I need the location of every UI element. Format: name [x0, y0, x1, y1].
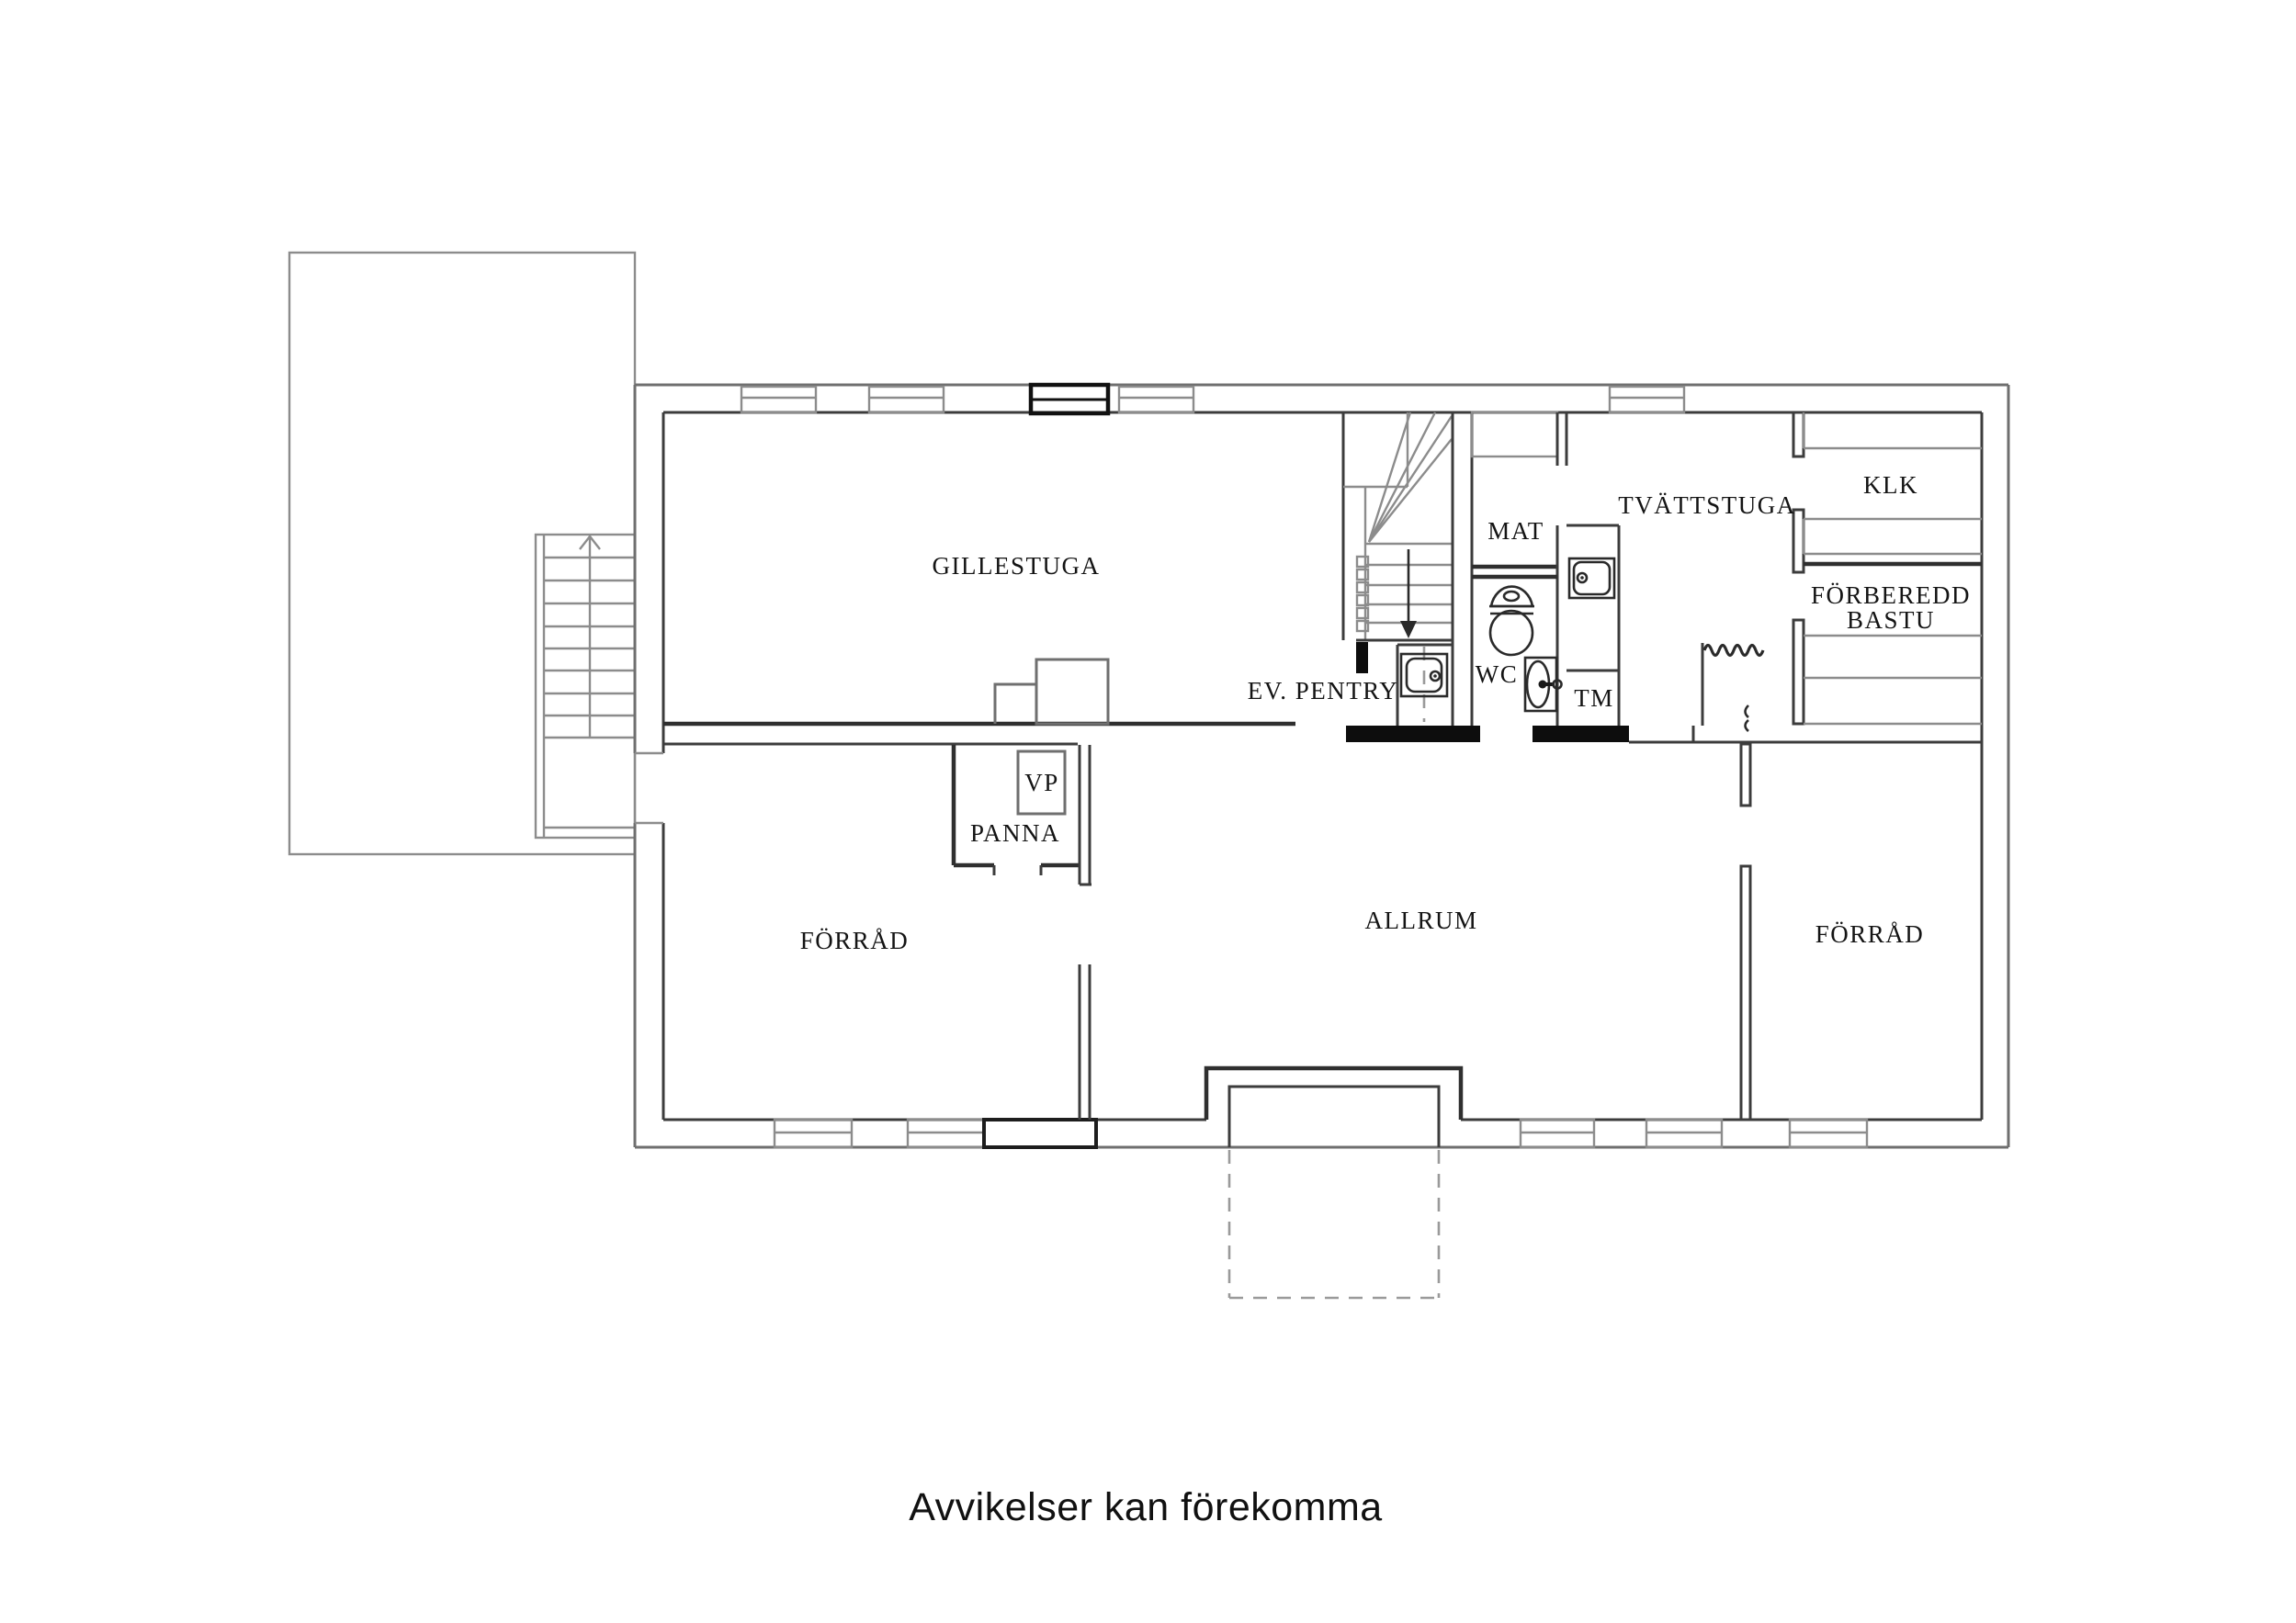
room-label-vp: VP	[1024, 769, 1059, 796]
window-icon	[1788, 1118, 1869, 1149]
window-icon	[1645, 1118, 1724, 1149]
top-windows	[740, 382, 1686, 416]
window-icon	[1117, 385, 1195, 414]
porch-dashed-outline	[1227, 1150, 1441, 1300]
pentry	[1346, 643, 1629, 742]
chimney-vent-icon	[1028, 382, 1111, 416]
door-swing-mark	[1744, 704, 1749, 718]
mat-closet	[1470, 411, 1559, 458]
forrad-right-walls	[1739, 742, 1752, 1121]
washbasin-icon	[1523, 656, 1563, 713]
internal-stairs-icon	[1341, 411, 1454, 726]
room-label-wc: WC	[1476, 660, 1519, 688]
window-icon	[740, 385, 818, 414]
room-label-ev-pentry: EV. PENTRY	[1248, 677, 1399, 704]
disclaimer-text: Avvikelser kan förekomma	[909, 1485, 1382, 1529]
vp-unit-icon	[1016, 750, 1067, 816]
solid-wall-segment	[1346, 726, 1480, 742]
room-label-klk: KLK	[1863, 471, 1918, 499]
bottom-windows	[773, 1118, 1869, 1149]
room-label-bastu-1: FÖRBEREDD	[1811, 581, 1971, 609]
window-icon	[906, 1118, 986, 1149]
room-label-tvattstuga: TVÄTTSTUGA	[1618, 491, 1795, 519]
room-label-mat: MAT	[1487, 517, 1544, 545]
stairs-down-arrow-icon	[1400, 621, 1417, 638]
chimney-step	[993, 682, 1036, 724]
entry-recess	[1204, 1065, 1464, 1300]
room-label-forrad-right: FÖRRÅD	[1815, 920, 1925, 948]
door-swing-mark	[1744, 719, 1749, 732]
chimney-icon	[1035, 658, 1110, 726]
mat-wc-tm-block	[1470, 411, 1621, 726]
window-icon	[773, 1118, 854, 1149]
sauna-heater-icon	[1701, 643, 1765, 732]
window-icon	[867, 385, 945, 414]
room-label-forrad-left: FÖRRÅD	[800, 927, 910, 954]
klk-bastu-walls	[1792, 411, 1982, 726]
allrum-forrad-divider	[1078, 964, 1091, 1120]
room-label-allrum: ALLRUM	[1365, 907, 1478, 934]
room-label-tm: TM	[1574, 684, 1614, 712]
exterior-walls	[633, 383, 2010, 1149]
external-stairs-icon	[534, 533, 637, 840]
south-wall-middle	[1629, 726, 1982, 744]
window-icon	[1519, 1118, 1596, 1149]
hatched-wall	[1355, 555, 1370, 673]
window-icon	[1608, 385, 1686, 414]
garage-outline	[288, 251, 637, 856]
room-label-gillestuga: GILLESTUGA	[933, 552, 1101, 580]
washing-machine-icon	[1567, 557, 1616, 600]
stairs-up-arrow-icon	[579, 535, 601, 550]
room-label-panna: PANNA	[970, 819, 1060, 847]
sink-icon	[1399, 652, 1449, 698]
toilet-icon	[1488, 585, 1534, 657]
gillestuga-walls	[663, 658, 1295, 746]
wall-pier	[982, 1118, 1098, 1149]
panna-room	[951, 745, 1091, 886]
room-label-bastu-2: BASTU	[1847, 606, 1935, 634]
solid-wall-segment	[1533, 726, 1629, 742]
